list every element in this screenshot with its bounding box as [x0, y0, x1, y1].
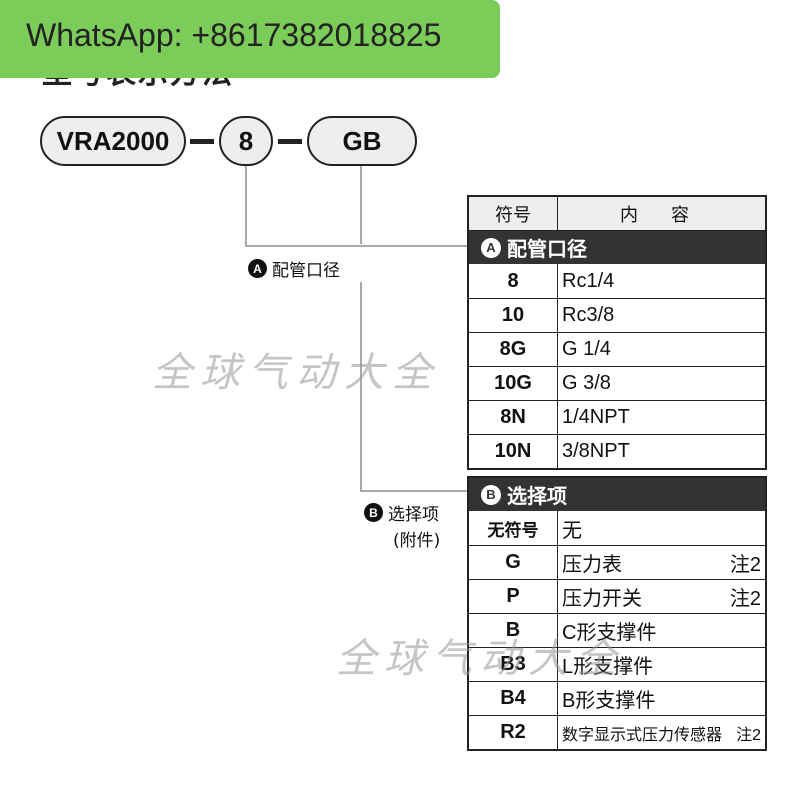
option-label-sub: (附件) — [393, 531, 441, 551]
row-content-text: G 1/4 — [562, 338, 611, 360]
port-size-label-text: 配管口径 — [272, 261, 340, 281]
row-symbol: 8G — [469, 333, 558, 366]
connector-port-horizontal — [245, 245, 467, 247]
row-symbol: G — [469, 546, 558, 579]
badge-b-icon: B — [364, 503, 383, 522]
badge-a-icon: A — [248, 259, 267, 278]
connector-option-vertical-top — [360, 166, 362, 244]
row-content-text: 1/4NPT — [562, 406, 630, 428]
row-symbol: 8 — [469, 264, 558, 298]
connector-option-vertical-bottom — [360, 282, 362, 492]
row-symbol: B3 — [469, 648, 558, 681]
row-content-text: L形支撑件 — [562, 656, 654, 678]
row-symbol: 8N — [469, 401, 558, 434]
dash-2 — [278, 139, 302, 144]
section-b-heading: B 选择项 — [469, 478, 765, 511]
row-content: Rc1/4 — [558, 264, 765, 298]
row-note: 注2 — [729, 554, 761, 576]
model-port-pill: 8 — [219, 116, 273, 166]
option-label: B 选择项 — [364, 500, 439, 525]
row-symbol: 无符号 — [469, 511, 558, 545]
row-content: 无 — [558, 511, 765, 545]
row-content: Rc3/8 — [558, 299, 765, 332]
row-content: G 3/8 — [558, 367, 765, 400]
row-content: L形支撑件 — [558, 648, 765, 681]
row-content: 1/4NPT — [558, 401, 765, 434]
model-base-pill: VRA2000 — [40, 116, 186, 166]
section-b-badge-icon: B — [481, 484, 501, 505]
row-content: 数字显示式压力传感器注2 — [558, 716, 765, 749]
watermark-2: 全球气动大全 — [336, 636, 624, 682]
model-option-pill: GB — [307, 116, 417, 166]
row-content: 压力开关 注2 — [558, 580, 765, 613]
section-a-heading: A 配管口径 — [469, 230, 765, 264]
row-content: 3/8NPT — [558, 435, 765, 468]
connector-port-vertical — [245, 166, 247, 247]
row-content-text: 压力开关 — [562, 588, 642, 610]
row-content-text: 数字显示式压力传感器 — [562, 726, 723, 744]
row-content: C形支撑件 — [558, 614, 765, 647]
row-symbol: 10 — [469, 299, 558, 332]
connector-option-horizontal — [360, 490, 467, 492]
row-symbol: 10G — [469, 367, 558, 400]
row-symbol: 10N — [469, 435, 558, 468]
row-content-text: C形支撑件 — [562, 622, 657, 644]
row-symbol: B4 — [469, 682, 558, 715]
watermark-1: 全球气动大全 — [152, 350, 440, 396]
table-header-row: 符号 内 容 — [469, 197, 765, 230]
row-note: 注2 — [729, 588, 761, 610]
row-symbol: B — [469, 614, 558, 647]
row-note: 注2 — [736, 726, 761, 744]
section-a-badge-icon: A — [481, 237, 501, 258]
whatsapp-banner-text: WhatsApp: +8617382018825 — [26, 17, 442, 53]
header-symbol: 符号 — [469, 197, 558, 230]
table-row: 无符号无 — [469, 511, 765, 545]
header-content: 内 容 — [619, 204, 703, 225]
row-symbol: R2 — [469, 716, 558, 749]
whatsapp-banner[interactable]: WhatsApp: +8617382018825 — [0, 0, 500, 78]
option-label-text: 选择项 — [388, 505, 439, 525]
row-content-text: 无 — [562, 519, 582, 542]
section-b-title: 选择项 — [507, 484, 567, 508]
row-content-text: Rc3/8 — [562, 304, 615, 326]
row-content-text: B形支撑件 — [562, 690, 656, 712]
row-content: B形支撑件 — [558, 682, 765, 715]
row-content-text: G 3/8 — [562, 372, 611, 394]
row-content: G 1/4 — [558, 333, 765, 366]
row-content: 压力表 注2 — [558, 546, 765, 579]
section-a-title: 配管口径 — [507, 237, 587, 261]
row-symbol: P — [469, 580, 558, 613]
row-content-text: 压力表 — [562, 554, 622, 576]
row-content-text: Rc1/4 — [562, 269, 615, 292]
row-content-text: 3/8NPT — [562, 440, 630, 462]
port-size-label: A 配管口径 — [248, 256, 340, 281]
dash-1 — [190, 139, 214, 144]
